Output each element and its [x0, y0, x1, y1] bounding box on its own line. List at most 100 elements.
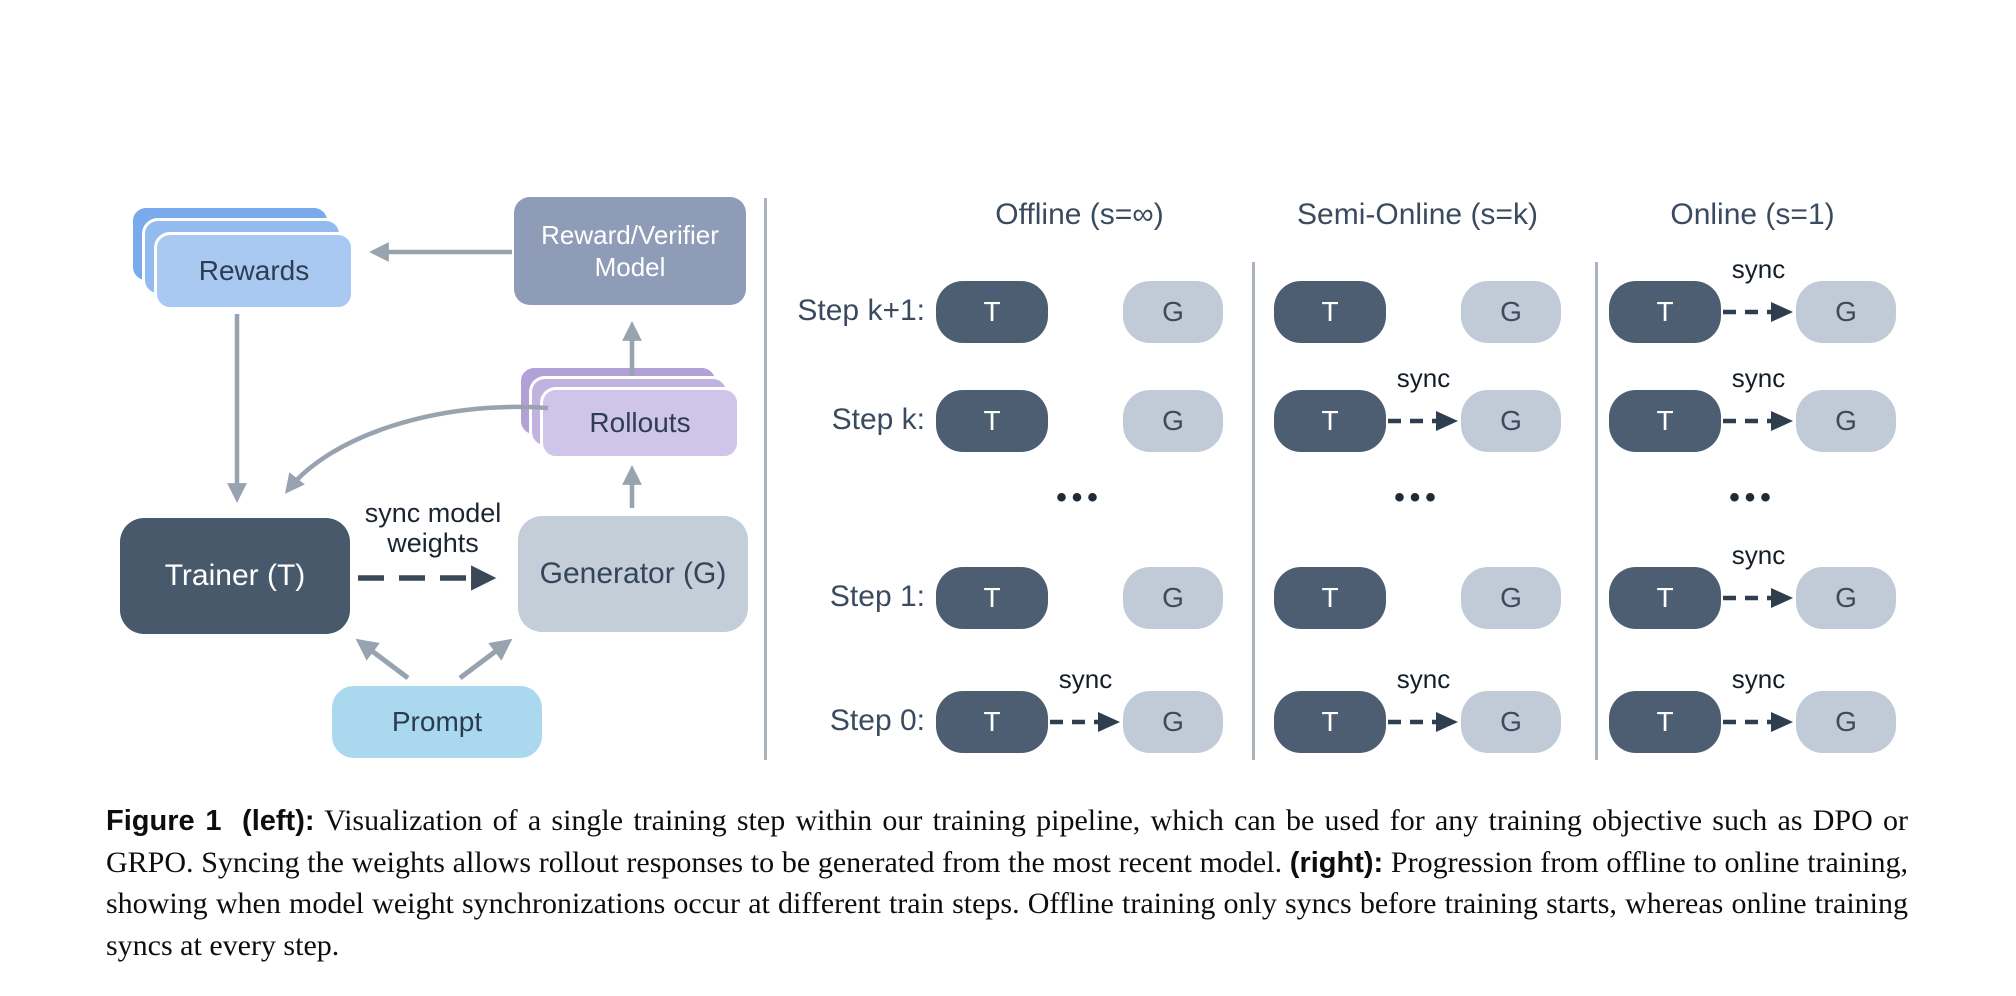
- sync-label: sync: [1731, 254, 1786, 284]
- trainer-chip: T: [1609, 691, 1721, 753]
- trainer-chip: T: [1609, 390, 1721, 452]
- trainer-chip: T: [1274, 567, 1386, 629]
- reward-verifier-line1: Reward/Verifier: [541, 219, 719, 250]
- caption-left-label: (left):: [242, 805, 315, 837]
- sync-arrow: sync: [1721, 363, 1796, 452]
- trainer-chip: T: [936, 390, 1048, 452]
- row-label-step-1: Step 1:: [829, 580, 925, 613]
- sync-arrow: sync: [1721, 664, 1796, 753]
- generator-chip: G: [1461, 691, 1561, 753]
- rewards-stack: Rewards: [130, 205, 354, 311]
- cell-gap: [1048, 281, 1123, 343]
- rollouts-stack: Rollouts: [518, 365, 740, 459]
- sync-label: sync: [1731, 664, 1786, 694]
- rewards-card-front: Rewards: [154, 232, 354, 310]
- generator-box: Generator (G): [518, 516, 748, 632]
- cell-offline-step-k1: T G: [936, 281, 1223, 343]
- generator-chip: G: [1123, 281, 1223, 343]
- trainer-chip: T: [936, 281, 1048, 343]
- column-header-online: Online (s=1): [1670, 198, 1835, 231]
- trainer-chip: T: [1274, 390, 1386, 452]
- sync-dashed-arrow-icon: [1388, 712, 1458, 732]
- rewards-label: Rewards: [198, 255, 310, 286]
- sync-dashed-arrow-icon: [1723, 302, 1793, 322]
- cell-semionline-step-0: T sync G: [1274, 664, 1561, 753]
- column-divider-1: [1252, 262, 1255, 760]
- trainer-chip: T: [936, 691, 1048, 753]
- arrow-prompt-to-trainer-icon: [355, 638, 410, 680]
- cell-online-step-k: T sync G: [1609, 363, 1896, 452]
- row-label-step-0: Step 0:: [829, 704, 925, 737]
- sync-dashed-arrow-icon: [1723, 712, 1793, 732]
- trainer-chip: T: [1609, 281, 1721, 343]
- rollouts-label: Rollouts: [589, 407, 691, 438]
- sync-note-line1: sync model: [364, 498, 502, 528]
- sync-arrow: sync: [1721, 540, 1796, 629]
- generator-chip: G: [1123, 390, 1223, 452]
- rollouts-card-front: Rollouts: [540, 387, 740, 459]
- main-divider: [764, 198, 767, 760]
- arrow-rollouts-to-trainer-curve-icon: [284, 404, 549, 494]
- trainer-chip: T: [1274, 691, 1386, 753]
- trainer-chip: T: [936, 567, 1048, 629]
- row-label-step-k: Step k:: [831, 403, 925, 436]
- sync-arrow: sync: [1721, 254, 1796, 343]
- cell-semionline-step-k: T sync G: [1274, 363, 1561, 452]
- trainer-chip: T: [1609, 567, 1721, 629]
- reward-verifier-model-box: Reward/Verifier Model: [514, 197, 746, 305]
- figure-caption: Figure 1 (left): Visualization of a sing…: [106, 800, 1908, 966]
- cell-semionline-step-k1: T G: [1274, 281, 1561, 343]
- reward-verifier-label: Reward/Verifier Model: [541, 219, 719, 284]
- sync-label: sync: [1396, 664, 1451, 694]
- cell-offline-step-1: T G: [936, 567, 1223, 629]
- sync-dashed-arrow-icon: [1050, 712, 1120, 732]
- caption-left-text: Visualization of a single training step …: [106, 804, 1908, 879]
- cell-online-step-1: T sync G: [1609, 540, 1896, 629]
- caption-right-text: Progression from offline to online train…: [106, 845, 1909, 962]
- trainer-chip: T: [1274, 281, 1386, 343]
- generator-chip: G: [1796, 567, 1896, 629]
- cell-gap: [1386, 281, 1461, 343]
- trainer-box: Trainer (T): [120, 518, 350, 634]
- cell-gap: [1386, 567, 1461, 629]
- cell-offline-step-k: T G: [936, 390, 1223, 452]
- cell-online-step-k1: T sync G: [1609, 254, 1896, 343]
- cell-gap: [1048, 567, 1123, 629]
- sync-dashed-arrow-icon: [1388, 411, 1458, 431]
- ellipsis-offline: •••: [1056, 481, 1103, 514]
- generator-chip: G: [1123, 691, 1223, 753]
- column-divider-2: [1595, 262, 1598, 760]
- sync-arrow: sync: [1386, 664, 1461, 753]
- ellipsis-online: •••: [1729, 481, 1776, 514]
- prompt-label: Prompt: [391, 706, 483, 737]
- cell-gap: [1048, 390, 1123, 452]
- generator-chip: G: [1461, 567, 1561, 629]
- generator-chip: G: [1796, 390, 1896, 452]
- sync-label: sync: [1058, 664, 1113, 694]
- row-label-step-k1: Step k+1:: [797, 294, 925, 327]
- cell-semionline-step-1: T G: [1274, 567, 1561, 629]
- reward-verifier-line2: Model: [594, 252, 666, 282]
- caption-figure-label: Figure 1: [106, 805, 222, 837]
- sync-arrow: sync: [1048, 664, 1123, 753]
- cell-online-step-0: T sync G: [1609, 664, 1896, 753]
- generator-chip: G: [1461, 390, 1561, 452]
- prompt-box: Prompt: [332, 686, 542, 758]
- cell-offline-step-0: T sync G: [936, 664, 1223, 753]
- sync-model-weights-note: sync model weights: [348, 498, 518, 558]
- trainer-label: Trainer (T): [164, 559, 306, 592]
- caption-right-label: (right):: [1289, 846, 1384, 879]
- generator-label: Generator (G): [539, 557, 727, 590]
- sync-arrow: sync: [1386, 363, 1461, 452]
- generator-chip: G: [1796, 281, 1896, 343]
- column-header-semi-online: Semi-Online (s=k): [1297, 198, 1538, 231]
- column-header-offline: Offline (s=∞): [995, 198, 1164, 231]
- sync-note-line2: weights: [387, 528, 479, 559]
- sync-label: sync: [1731, 363, 1786, 393]
- arrow-prompt-to-generator-icon: [458, 638, 513, 680]
- sync-dashed-arrow-icon: [1723, 588, 1793, 608]
- ellipsis-semionline: •••: [1394, 481, 1441, 514]
- sync-label: sync: [1396, 363, 1451, 393]
- sync-dashed-arrow-icon: [1723, 411, 1793, 431]
